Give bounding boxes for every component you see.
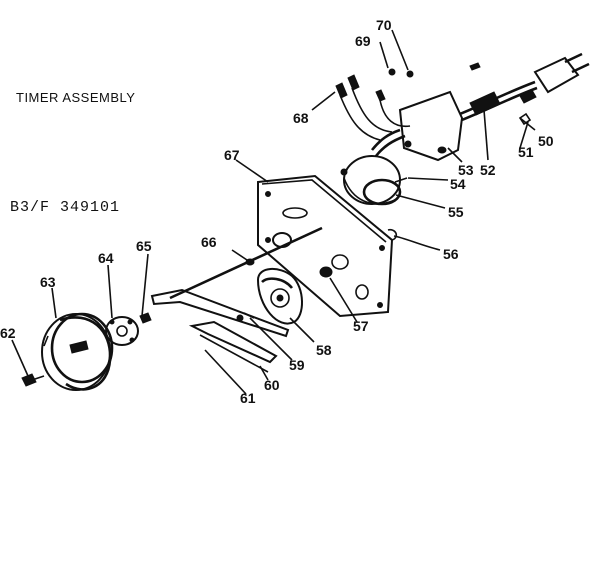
model-number: B3/F 349101 (10, 199, 121, 216)
callout-55: 55 (448, 204, 464, 220)
callout-52: 52 (480, 162, 496, 178)
retaining-clip (387, 228, 398, 241)
cam-gear (256, 268, 303, 325)
knob-screw (21, 373, 45, 387)
callout-69: 69 (355, 33, 371, 49)
callout-62: 62 (0, 325, 16, 341)
callout-70: 70 (376, 17, 392, 33)
callout-66: 66 (201, 234, 217, 250)
callout-50: 50 (538, 133, 554, 149)
callout-63: 63 (40, 274, 56, 290)
callout-64: 64 (98, 250, 114, 266)
timer-motor (340, 155, 408, 206)
wire-leads (335, 62, 481, 141)
callout-57: 57 (353, 318, 369, 334)
shaft-bearing (245, 232, 333, 278)
bushing-hub (105, 312, 152, 346)
callout-51: 51 (518, 144, 534, 160)
callout-68: 68 (293, 110, 309, 126)
switch-levers (150, 288, 290, 373)
callout-58: 58 (316, 342, 332, 358)
callout-60: 60 (264, 377, 280, 393)
callout-53: 53 (458, 162, 474, 178)
leader-lines (11, 29, 536, 395)
callout-54: 54 (450, 176, 466, 192)
callout-56: 56 (443, 246, 459, 262)
callout-67: 67 (224, 147, 240, 163)
callout-61: 61 (240, 390, 256, 406)
motor-bracket (370, 90, 464, 162)
callout-59: 59 (289, 357, 305, 373)
callout-65: 65 (136, 238, 152, 254)
cord-clamp (469, 91, 532, 126)
timer-shaft (169, 226, 323, 322)
diagram-title: TIMER ASSEMBLY (16, 90, 136, 105)
timer-knob (41, 312, 114, 391)
mounting-plate (257, 174, 394, 318)
